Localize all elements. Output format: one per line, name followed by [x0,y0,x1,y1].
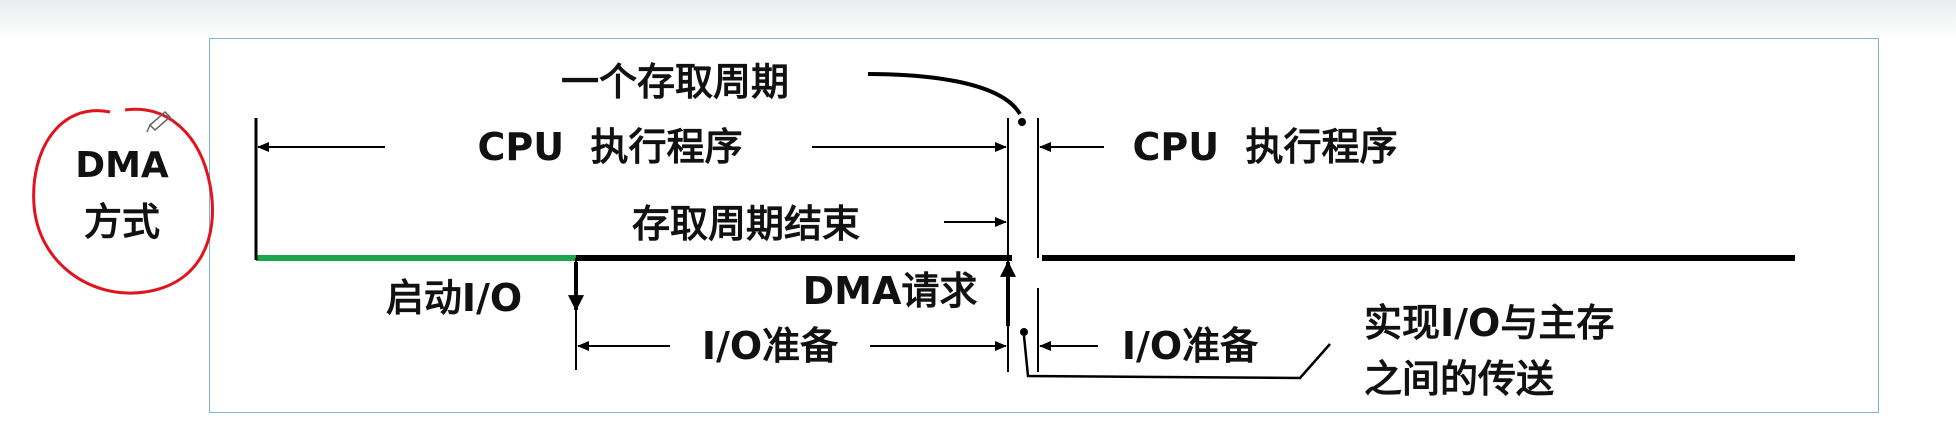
cpu-exec-left-label: CPU 执行程序 [477,125,742,169]
transfer-dot [1020,328,1028,336]
dma-request-label: DMA请求 [803,269,978,313]
red-circle-annotation [32,107,214,295]
access-cycle-leader [867,72,1022,116]
access-cycle-end-label: 存取周期结束 [632,202,860,246]
badge-line2: 方式 [84,200,160,244]
io-prep-right-span: I/O准备 [1039,324,1259,368]
cpu-exec-left-span: CPU 执行程序 [257,125,1007,169]
dma-request-annotation: DMA请求 [803,260,1016,326]
io-prep-left-label: I/O准备 [702,324,839,368]
transfer-leader [1022,335,1331,380]
io-prep-left-span: I/O准备 [577,324,1007,368]
access-cycle-label: 一个存取周期 [561,60,789,104]
transfer-callout: 实现I/O与主存 之间的传送 [1020,301,1614,401]
start-io-annotation: 启动I/O [386,262,584,320]
access-cycle-dot [1018,118,1026,126]
transfer-label-line1: 实现I/O与主存 [1364,301,1614,345]
badge-line1: DMA [75,145,169,186]
pen-cursor-icon [146,110,172,133]
access-cycle-end-annotation: 存取周期结束 [632,202,1007,246]
io-prep-right-label: I/O准备 [1122,324,1259,368]
cpu-exec-right-span: CPU 执行程序 [1039,125,1398,169]
top-band [0,0,1956,38]
diagram-frame [209,38,1879,413]
timeline [254,118,1795,372]
start-io-label: 启动I/O [386,276,522,320]
dma-mode-badge: DMA 方式 [32,107,214,295]
access-cycle-callout: 一个存取周期 [561,60,1026,126]
cpu-exec-right-label: CPU 执行程序 [1132,125,1397,169]
transfer-label-line2: 之间的传送 [1364,357,1554,401]
